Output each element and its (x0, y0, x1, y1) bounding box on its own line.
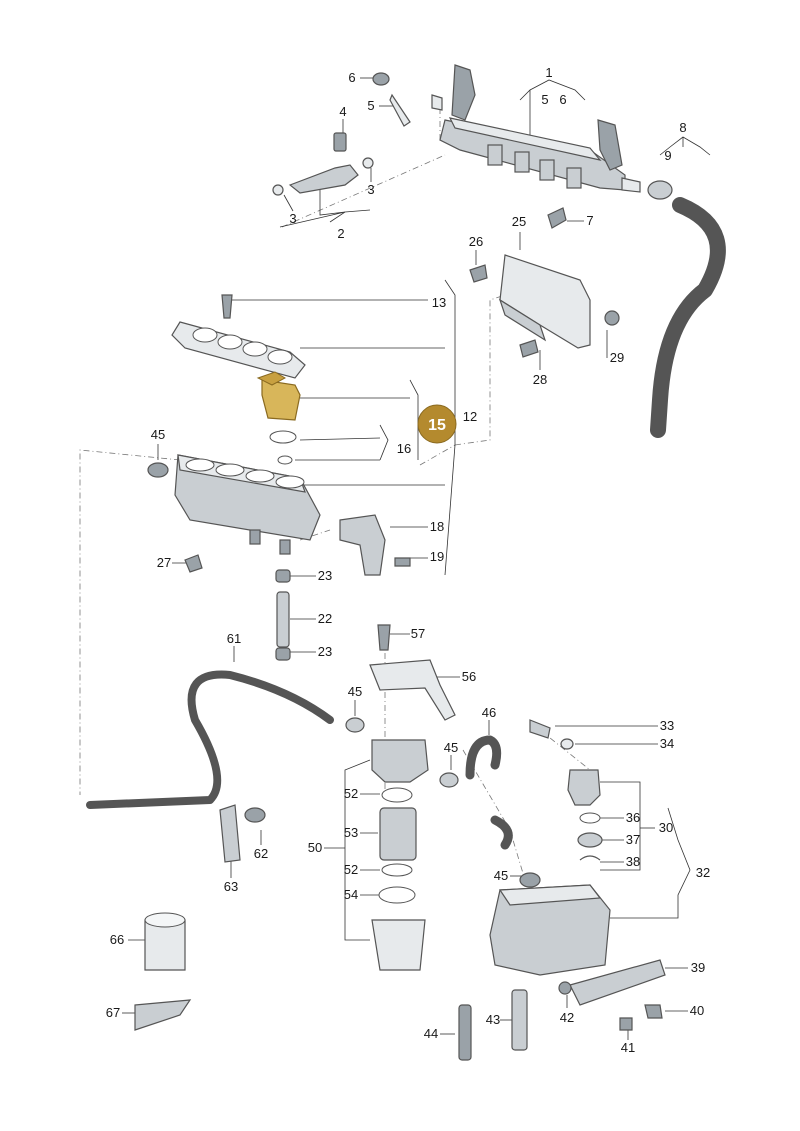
part-label-52[interactable]: 52 (344, 862, 358, 877)
part-label-4[interactable]: 4 (339, 104, 346, 119)
part-label-26[interactable]: 26 (469, 234, 483, 249)
part-label-45[interactable]: 45 (494, 868, 508, 883)
part-label-29[interactable]: 29 (610, 350, 624, 365)
part-label-45[interactable]: 45 (444, 740, 458, 755)
part-label-1[interactable]: 1 (545, 65, 552, 80)
highlighted-injector (256, 371, 301, 465)
fuel-rail (431, 64, 641, 193)
misc-lower-parts (134, 804, 528, 1061)
part-label-6[interactable]: 6 (348, 70, 355, 85)
part-label-41[interactable]: 41 (621, 1040, 635, 1055)
part-label-3[interactable]: 3 (289, 211, 296, 226)
part-label-56[interactable]: 56 (462, 669, 476, 684)
part-label-37[interactable]: 37 (626, 832, 640, 847)
part-label-44[interactable]: 44 (424, 1026, 438, 1041)
leader-lines (122, 77, 711, 1040)
part-label-28[interactable]: 28 (533, 372, 547, 387)
fuel-filter-assembly (345, 624, 459, 971)
part-label-9[interactable]: 9 (664, 148, 671, 163)
part-label-5[interactable]: 5 (541, 92, 548, 107)
callout-number: 15 (428, 417, 446, 434)
part-label-50[interactable]: 50 (308, 840, 322, 855)
part-label-45[interactable]: 45 (151, 427, 165, 442)
part-label-12[interactable]: 12 (463, 409, 477, 424)
fuel-hose-46 (465, 735, 513, 850)
part-label-27[interactable]: 27 (157, 555, 171, 570)
part-label-7[interactable]: 7 (586, 213, 593, 228)
fuel-hose-61 (86, 670, 334, 809)
part-label-13[interactable]: 13 (432, 295, 446, 310)
throttle-body (147, 454, 411, 576)
part-label-57[interactable]: 57 (411, 626, 425, 641)
pressure-regulator (489, 719, 666, 1031)
part-label-8[interactable]: 8 (679, 120, 686, 135)
injector-parts (272, 72, 567, 229)
part-label-67[interactable]: 67 (106, 1005, 120, 1020)
part-label-61[interactable]: 61 (227, 631, 241, 646)
part-label-52[interactable]: 52 (344, 786, 358, 801)
part-label-5[interactable]: 5 (367, 98, 374, 113)
part-label-19[interactable]: 19 (430, 549, 444, 564)
part-label-54[interactable]: 54 (344, 887, 358, 902)
part-label-62[interactable]: 62 (254, 846, 268, 861)
part-label-32[interactable]: 32 (696, 865, 710, 880)
part-label-38[interactable]: 38 (626, 854, 640, 869)
part-label-63[interactable]: 63 (224, 879, 238, 894)
part-label-53[interactable]: 53 (344, 825, 358, 840)
part-label-42[interactable]: 42 (560, 1010, 574, 1025)
part-label-43[interactable]: 43 (486, 1012, 500, 1027)
part-label-36[interactable]: 36 (626, 810, 640, 825)
part-label-46[interactable]: 46 (482, 705, 496, 720)
part-label-33[interactable]: 33 (660, 718, 674, 733)
part-label-16[interactable]: 16 (397, 441, 411, 456)
part-label-39[interactable]: 39 (691, 960, 705, 975)
part-label-6[interactable]: 6 (559, 92, 566, 107)
part-label-18[interactable]: 18 (430, 519, 444, 534)
part-label-66[interactable]: 66 (110, 932, 124, 947)
part-label-3[interactable]: 3 (367, 182, 374, 197)
part-label-2[interactable]: 2 (337, 226, 344, 241)
part-label-22[interactable]: 22 (318, 611, 332, 626)
highlight-callout[interactable]: 15 (417, 404, 457, 444)
part-label-40[interactable]: 40 (690, 1003, 704, 1018)
part-label-23[interactable]: 23 (318, 568, 332, 583)
fuel-hose-upper (647, 180, 726, 438)
part-label-25[interactable]: 25 (512, 214, 526, 229)
part-label-30[interactable]: 30 (659, 820, 673, 835)
gasket-plate (171, 294, 306, 379)
bracket-25 (469, 254, 620, 358)
part-label-45[interactable]: 45 (348, 684, 362, 699)
part-label-34[interactable]: 34 (660, 736, 674, 751)
part-label-23[interactable]: 23 (318, 644, 332, 659)
hose-fittings (275, 569, 291, 661)
